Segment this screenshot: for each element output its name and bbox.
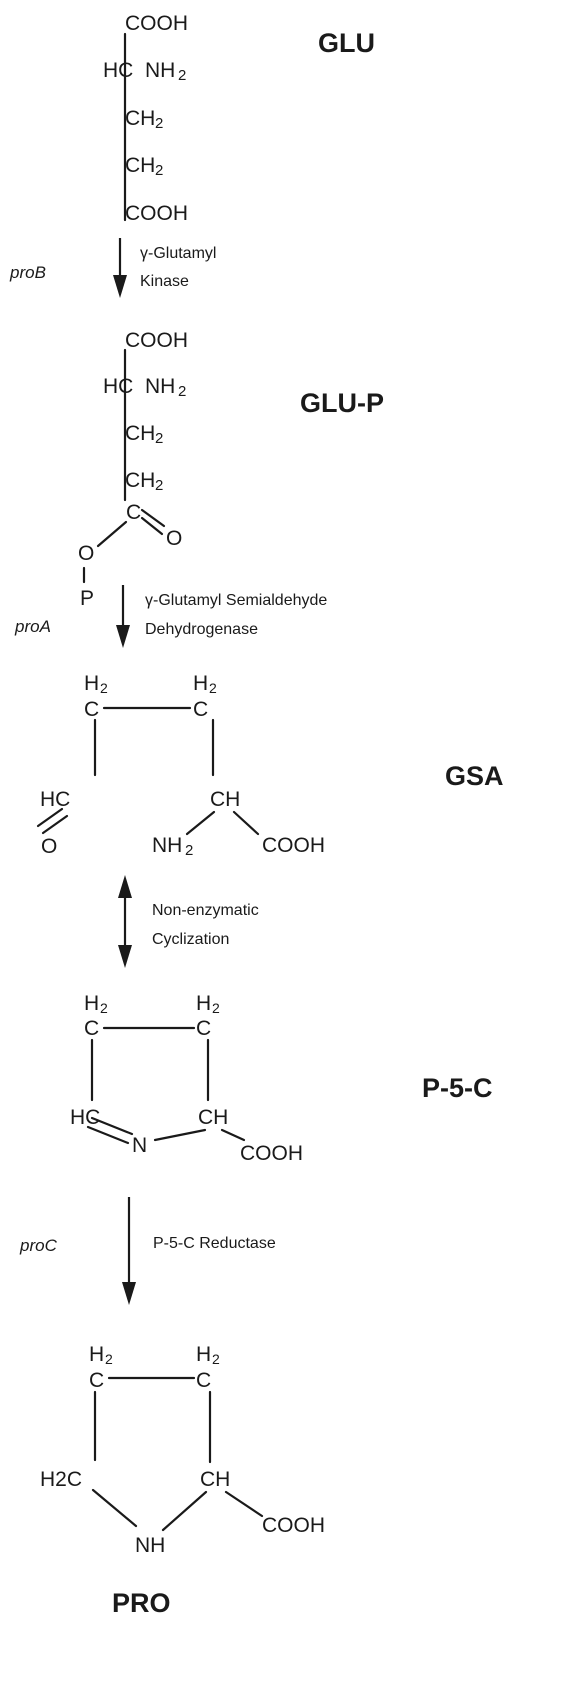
- step4-enzyme-line1: P-5-C Reductase: [153, 1235, 276, 1252]
- glu-cooh-bottom: COOH: [125, 202, 188, 225]
- glup-cooh: COOH: [125, 329, 188, 352]
- pro-label: PRO: [112, 1588, 171, 1618]
- gsa-aldehyde-o: O: [41, 835, 57, 858]
- glu-cooh-top: COOH: [125, 12, 188, 35]
- glup-ester-bond: [96, 520, 128, 548]
- p5c-ch: CH: [198, 1106, 228, 1129]
- pro-h-2-sub: 2: [212, 1351, 220, 1367]
- gsa-cooh: COOH: [262, 834, 325, 857]
- glu-structure: GLU COOH HC NH 2 CH 2 CH 2 COOH: [103, 12, 375, 225]
- glup-double-bond-a: [140, 508, 166, 528]
- gsa-structure: GSA H 2 C H 2 C HC O CH NH 2 COOH: [36, 672, 504, 859]
- glu-p-label: GLU-P: [300, 388, 384, 418]
- glup-ch-1-sub: 2: [155, 430, 163, 447]
- glu-ch-2-sub: 2: [155, 162, 163, 179]
- glu-ch-1: CH: [125, 107, 155, 130]
- gsa-label: GSA: [445, 761, 504, 791]
- gsa-c-1: C: [84, 698, 99, 721]
- glup-carbonyl-c: C: [126, 501, 141, 524]
- pro-cooh: COOH: [262, 1514, 325, 1537]
- glu-nh-sub: 2: [178, 67, 186, 84]
- pro-h2c: H2C: [40, 1468, 82, 1491]
- p5c-ch-cooh-bond: [220, 1128, 246, 1142]
- p5c-cooh: COOH: [240, 1142, 303, 1165]
- glup-carbonyl-o: O: [166, 527, 182, 550]
- p5c-structure: P-5-C H 2 C H 2 C HC N CH COOH: [70, 992, 493, 1165]
- p5c-hc: HC: [70, 1106, 100, 1129]
- step2-reaction: proA γ-Glutamyl Semialdehyde Dehydrogena…: [14, 585, 327, 648]
- step1-gene: proB: [9, 263, 46, 282]
- p5c-ch-n-bond: [153, 1128, 207, 1142]
- gsa-h-1: H: [84, 672, 99, 695]
- step3-enzyme-line2: Cyclization: [152, 931, 229, 948]
- gsa-double-bond-b: [41, 814, 69, 835]
- gsa-nh: NH: [152, 834, 182, 857]
- pro-ch: CH: [200, 1468, 230, 1491]
- p5c-double-bond-b: [86, 1125, 130, 1145]
- glu-label: GLU: [318, 28, 375, 58]
- step1-enzyme-line2: Kinase: [140, 273, 189, 290]
- glup-nh-sub: 2: [178, 383, 186, 400]
- p5c-label: P-5-C: [422, 1073, 493, 1103]
- pro-ch-nh-bond: [161, 1490, 208, 1532]
- step1-enzyme-line1: γ-Glutamyl: [140, 245, 216, 262]
- p5c-n: N: [132, 1134, 147, 1157]
- step2-gene: proA: [14, 617, 51, 636]
- gsa-h-1-sub: 2: [100, 680, 108, 696]
- glup-phosphate: P: [80, 587, 94, 610]
- pro-ch-cooh-bond: [224, 1490, 264, 1518]
- glu-p-structure: GLU-P COOH HC NH 2 CH 2 CH 2 C O O P: [78, 329, 384, 610]
- p5c-h-1-sub: 2: [100, 1000, 108, 1016]
- step1-reaction: proB γ-Glutamyl Kinase: [9, 238, 216, 298]
- step1-arrow-head: [113, 275, 127, 298]
- gsa-hc: HC: [40, 788, 70, 811]
- p5c-c-2: C: [196, 1017, 211, 1040]
- step3-enzyme-line1: Non-enzymatic: [152, 902, 259, 919]
- pro-c-1: C: [89, 1369, 104, 1392]
- step3-reaction: Non-enzymatic Cyclization: [118, 875, 259, 968]
- glup-nh: NH: [145, 375, 175, 398]
- glu-hc: HC: [103, 59, 133, 82]
- glup-ch-2: CH: [125, 469, 155, 492]
- glup-ch-1: CH: [125, 422, 155, 445]
- step4-arrow-head: [122, 1282, 136, 1305]
- pro-h-2: H: [196, 1343, 211, 1366]
- glu-ch-1-sub: 2: [155, 115, 163, 132]
- step4-gene: proC: [19, 1236, 58, 1255]
- gsa-ch-cooh-bond: [232, 810, 260, 836]
- p5c-h-2: H: [196, 992, 211, 1015]
- step2-enzyme-line2: Dehydrogenase: [145, 621, 258, 638]
- pro-h2c-nh-bond: [91, 1488, 138, 1528]
- gsa-h-2-sub: 2: [209, 680, 217, 696]
- p5c-h-1: H: [84, 992, 99, 1015]
- pro-h-1-sub: 2: [105, 1351, 113, 1367]
- step2-arrow-head: [116, 625, 130, 648]
- gsa-c-2: C: [193, 698, 208, 721]
- glu-nh: NH: [145, 59, 175, 82]
- step3-arrow-head-up: [118, 875, 132, 898]
- pro-c-2: C: [196, 1369, 211, 1392]
- glup-double-bond-b: [140, 516, 164, 536]
- p5c-h-2-sub: 2: [212, 1000, 220, 1016]
- pro-structure: H 2 C H 2 C H2C NH CH COOH PRO: [40, 1343, 325, 1618]
- glup-ch-2-sub: 2: [155, 477, 163, 494]
- step2-enzyme-line1: γ-Glutamyl Semialdehyde: [145, 592, 327, 609]
- gsa-ch-nh2-bond: [185, 810, 216, 836]
- p5c-c-1: C: [84, 1017, 99, 1040]
- step4-reaction: proC P-5-C Reductase: [19, 1197, 276, 1305]
- glu-ch-2: CH: [125, 154, 155, 177]
- gsa-nh-sub: 2: [185, 842, 193, 859]
- gsa-ch: CH: [210, 788, 240, 811]
- pro-h-1: H: [89, 1343, 104, 1366]
- step3-arrow-head-down: [118, 945, 132, 968]
- pro-nh: NH: [135, 1534, 165, 1557]
- gsa-double-bond-a: [36, 807, 64, 828]
- gsa-h-2: H: [193, 672, 208, 695]
- p5c-double-bond-a: [90, 1116, 134, 1136]
- glup-ester-o: O: [78, 542, 94, 565]
- glup-hc: HC: [103, 375, 133, 398]
